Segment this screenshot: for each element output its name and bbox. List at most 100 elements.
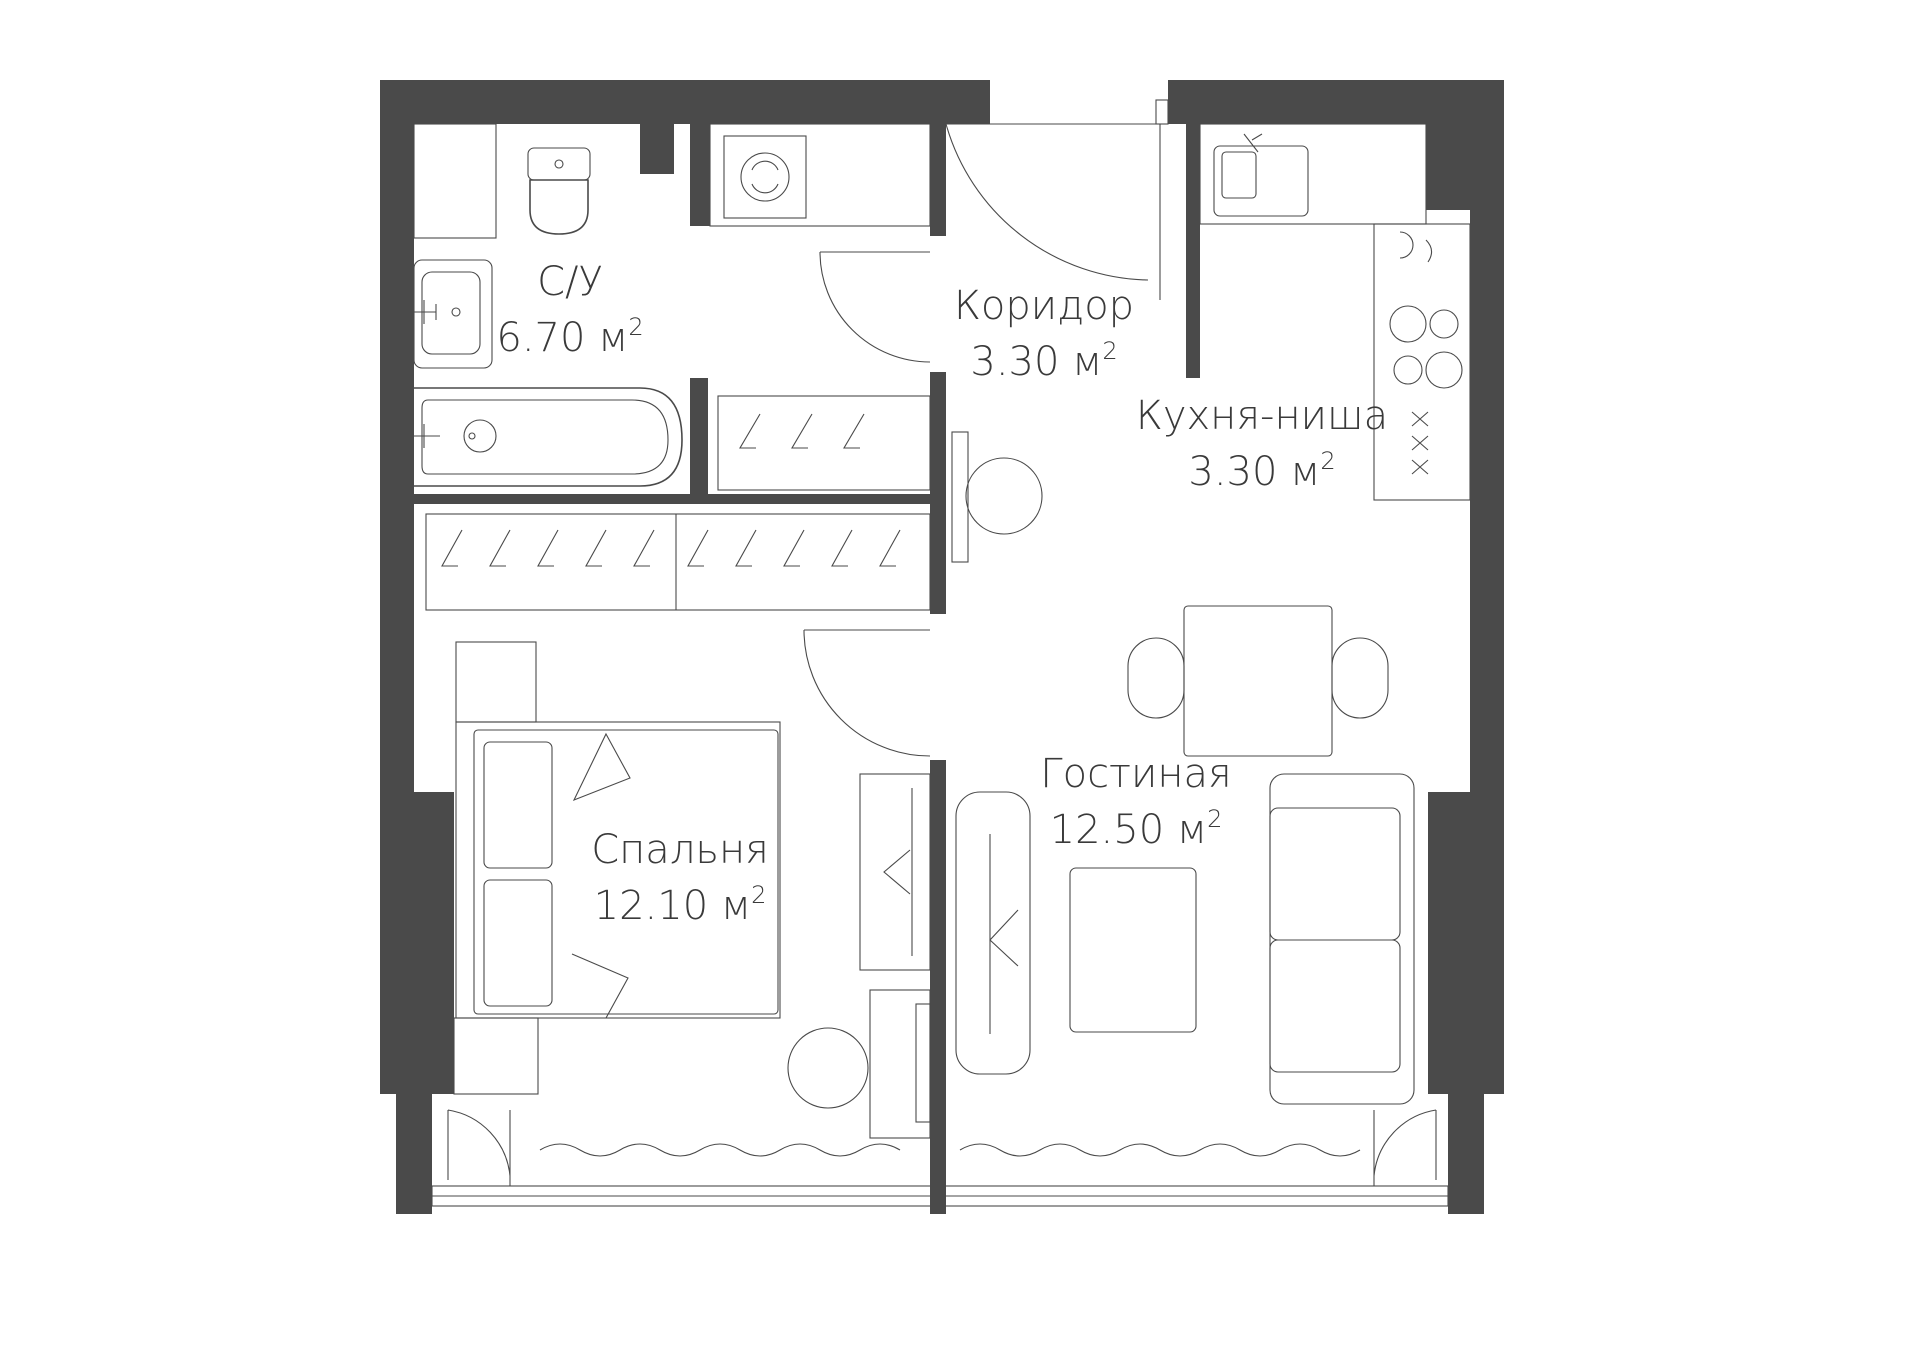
room-area: 3.30 м2 <box>1188 447 1336 495</box>
room-area: 12.10 м2 <box>593 881 767 929</box>
partition-bath-wardrobe <box>690 378 708 494</box>
bedroom-stool <box>787 1027 869 1109</box>
hangers-bedroom <box>441 529 901 567</box>
room-label-bathroom: С/У 6.70 м2 <box>496 254 643 366</box>
sink-basin <box>421 271 481 355</box>
partition-bath-bottom-1 <box>414 494 934 504</box>
curtain-bedroom <box>539 1143 901 1157</box>
partition-kitchen <box>1186 124 1200 378</box>
bedroom-tv <box>883 788 913 956</box>
dining-chair-right <box>1331 637 1389 719</box>
wall-left-lower <box>380 792 454 1094</box>
dining-set <box>1127 605 1389 757</box>
corridor-shelf <box>951 431 969 563</box>
shaft-left <box>640 124 674 174</box>
living-tv <box>989 834 1019 1034</box>
kitchen-utensils <box>1399 231 1433 263</box>
dining-chair-left <box>1127 637 1185 719</box>
partition-bed-living <box>930 760 946 1214</box>
wall-right-bottom <box>1448 1094 1484 1214</box>
room-area: 6.70 м2 <box>496 313 644 361</box>
bathtub-tap <box>414 424 440 448</box>
bedroom-desk-drawer <box>915 1003 931 1123</box>
room-name: Гостиная <box>1040 751 1232 797</box>
sink-tap <box>414 300 437 324</box>
room-label-kitchen: Кухня-ниша 3.30 м2 <box>1136 388 1388 500</box>
toilet-bowl <box>529 179 589 235</box>
toilet-button <box>554 159 564 169</box>
hangers-corridor <box>739 413 865 449</box>
bed-frame <box>455 721 781 1019</box>
room-label-bedroom: Спальня 12.10 м2 <box>591 822 769 934</box>
door-balcony-left <box>447 1109 511 1186</box>
room-name: Коридор <box>953 283 1135 329</box>
doors <box>447 99 1437 1186</box>
wall-right-upper <box>1470 80 1504 792</box>
kitchen-fixtures <box>1199 123 1471 501</box>
bathtub-drain-center <box>468 432 476 440</box>
bedroom-dresser <box>455 641 537 723</box>
pillow-top <box>483 741 553 869</box>
kitchen-counter-side <box>1373 223 1471 501</box>
blanket-fold <box>571 732 631 1019</box>
bathroom-fixtures <box>413 123 931 487</box>
shaft-right <box>1426 124 1470 210</box>
curtain-living <box>959 1143 1361 1157</box>
washing-machine-drum <box>740 152 790 202</box>
door-entrance-leaf <box>1155 99 1169 125</box>
walls <box>380 80 1504 1214</box>
sofa-seat-2 <box>1269 939 1401 1073</box>
partition-corridor-mid <box>930 372 946 614</box>
bath-wall-panel <box>413 123 497 239</box>
door-entrance <box>945 123 1161 300</box>
wall-top-left <box>380 80 990 124</box>
door-bedroom <box>803 629 931 757</box>
room-area: 3.30 м2 <box>970 337 1118 385</box>
washing-machine-arrows <box>751 160 779 194</box>
toilet-cistern <box>527 147 591 181</box>
room-name: Кухня-ниша <box>1135 393 1389 439</box>
hob-ring-2 <box>1429 309 1459 339</box>
room-name: С/У <box>537 259 603 305</box>
wall-left-upper <box>380 80 414 792</box>
room-name: Спальня <box>591 827 769 873</box>
room-label-corridor: Коридор 3.30 м2 <box>954 278 1134 390</box>
pillow-bottom <box>483 879 553 1007</box>
room-area: 12.50 м2 <box>1049 805 1223 853</box>
partition-bath-top <box>690 124 710 226</box>
bathtub-inner <box>421 399 669 475</box>
wardrobe-bedroom <box>425 513 931 611</box>
sink-drain <box>451 307 461 317</box>
coffee-table <box>1069 867 1197 1033</box>
kitchen-sink-bowl <box>1221 151 1257 199</box>
wardrobe-corridor <box>717 395 931 491</box>
kitchen-counter-top <box>1199 123 1427 225</box>
bedroom-furniture <box>453 641 931 1139</box>
bedroom-tv-stand <box>859 773 931 971</box>
door-balcony-right <box>1373 1109 1437 1186</box>
bedroom-desk <box>869 989 931 1139</box>
washer-counter <box>709 123 931 227</box>
wall-left-bottom <box>396 1094 432 1214</box>
living-furniture <box>955 773 1415 1105</box>
kitchen-tap <box>1243 133 1263 153</box>
hob-ring-3 <box>1393 355 1423 385</box>
hob-ring-1 <box>1389 305 1427 343</box>
corridor-stool <box>965 457 1043 535</box>
partition-corridor-top <box>930 124 946 236</box>
living-tv-unit <box>955 791 1031 1075</box>
wardrobes <box>425 395 1043 611</box>
hob-ring-4 <box>1425 351 1463 389</box>
wall-top-right <box>1168 80 1498 124</box>
sink-counter <box>413 259 493 369</box>
bed-mattress <box>473 729 779 1015</box>
windows <box>431 1143 1449 1207</box>
dining-table <box>1183 605 1333 757</box>
sofa-seat-1 <box>1269 807 1401 941</box>
washing-machine <box>723 135 807 219</box>
wall-right-lower <box>1428 792 1504 1094</box>
bathtub <box>414 387 683 487</box>
bathtub-drain <box>463 419 497 453</box>
door-bathroom <box>819 251 931 363</box>
